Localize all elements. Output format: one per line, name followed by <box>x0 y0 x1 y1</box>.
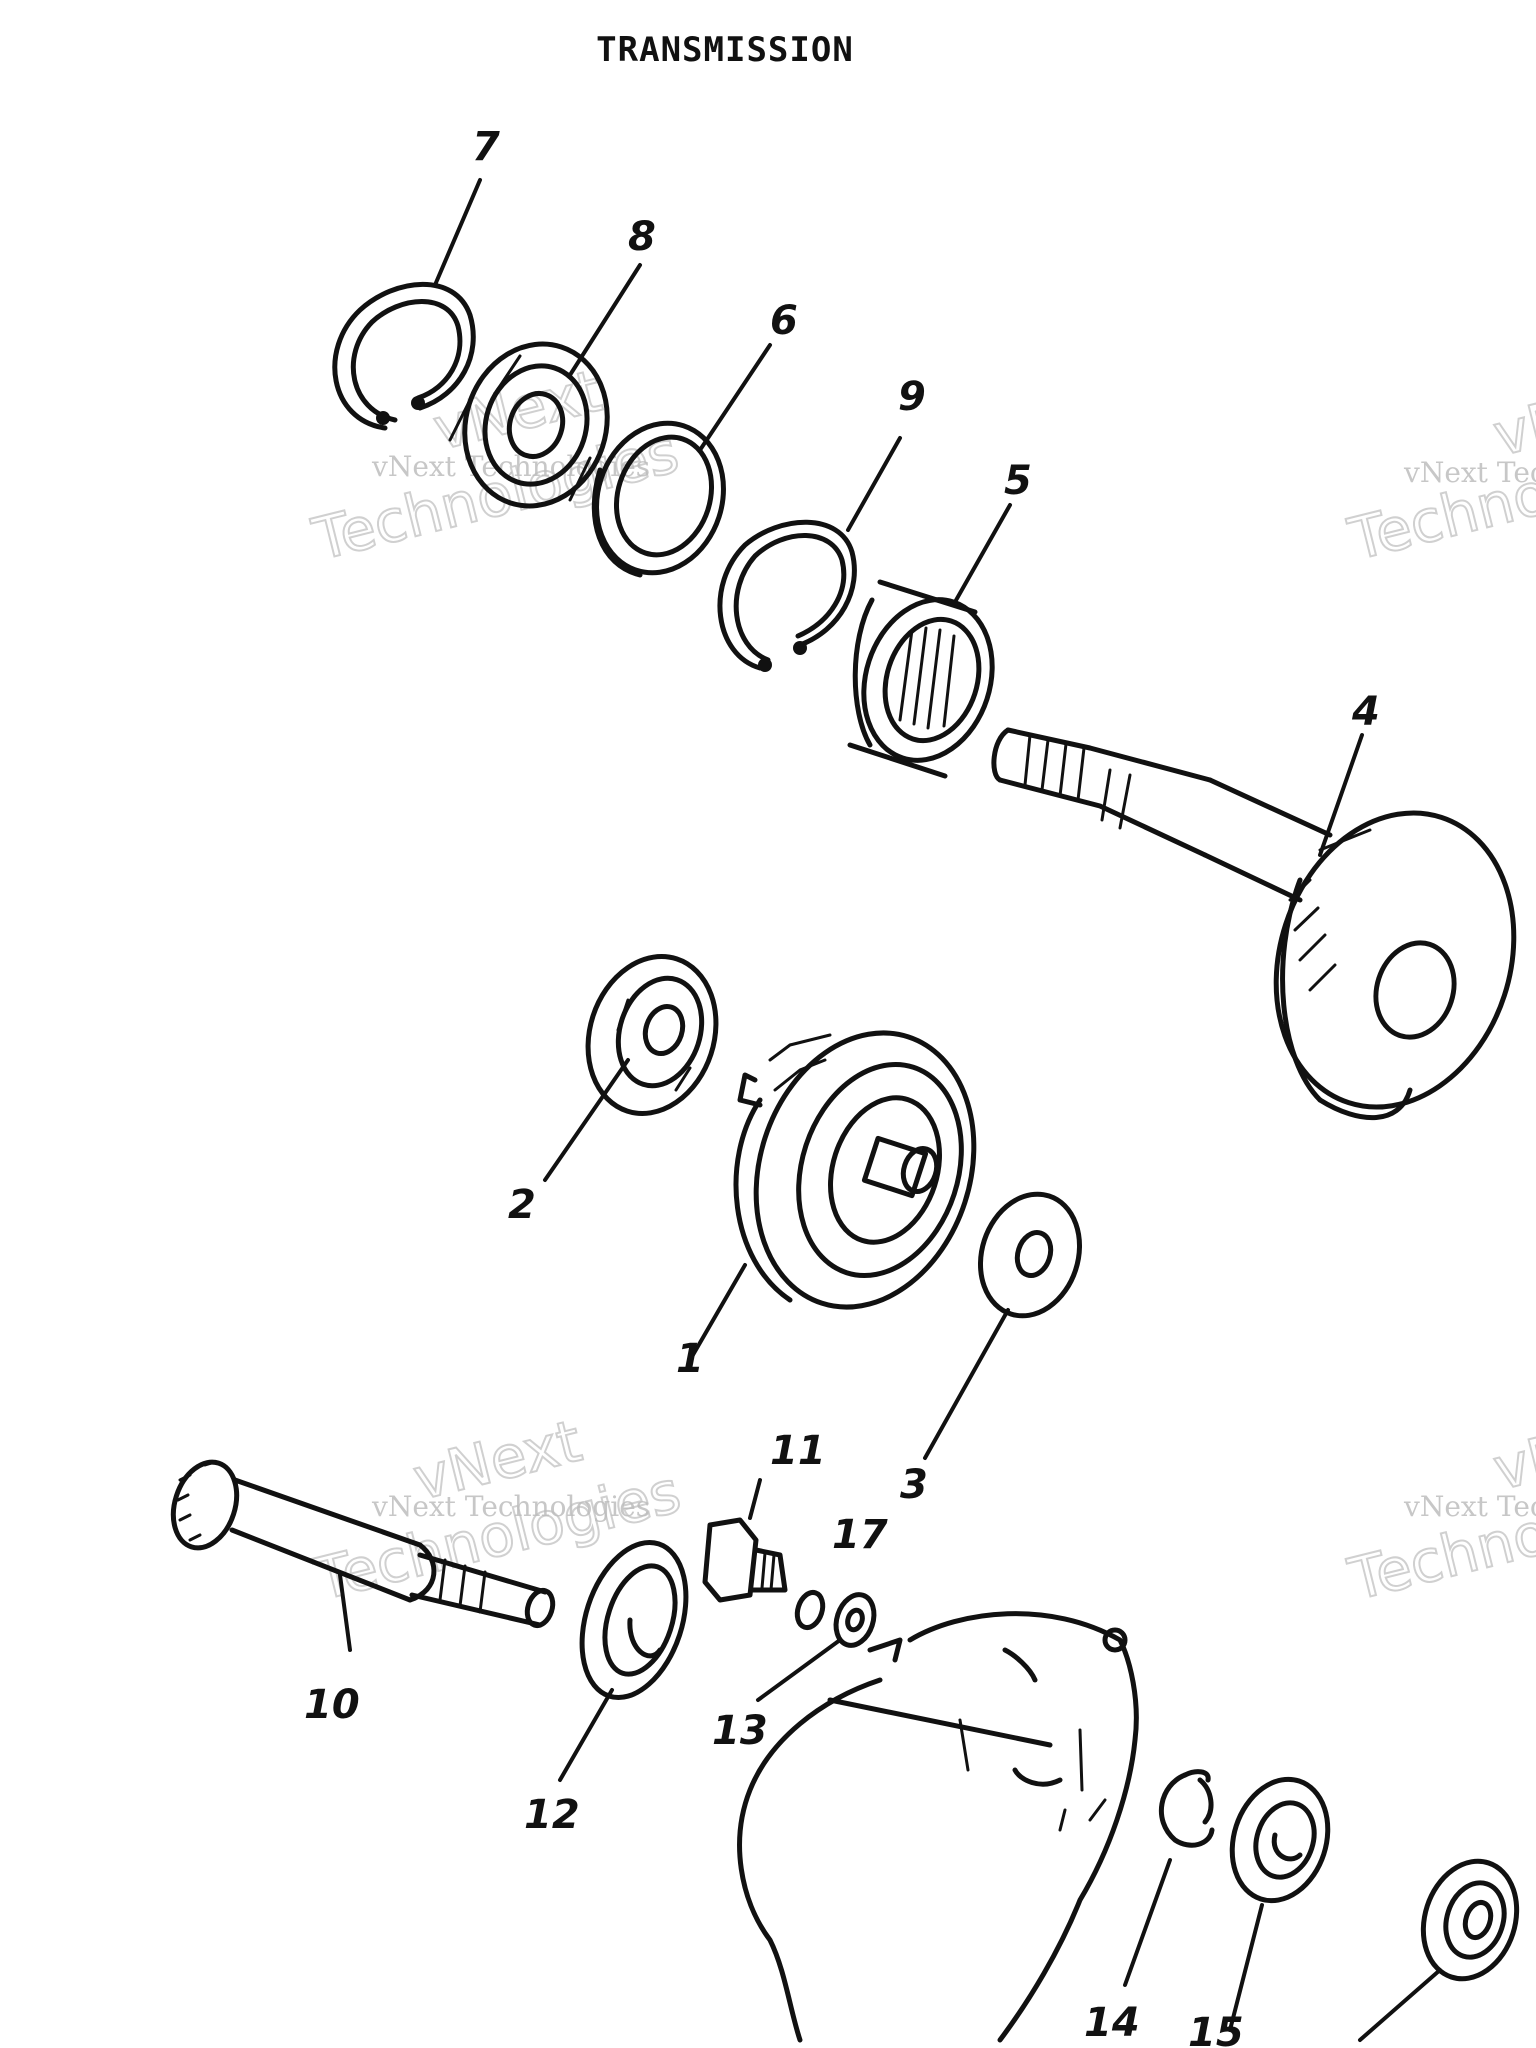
leader-15 <box>1228 1903 1264 2032</box>
circlip-part-7 <box>332 282 476 431</box>
callout-1: 1 <box>676 1336 704 1382</box>
callout-14: 14 <box>1084 2000 1140 2046</box>
drive-shaft-part-10 <box>170 1459 556 1629</box>
leader-13 <box>756 1638 842 1702</box>
leader-1 <box>688 1263 747 1362</box>
callout-labels: 7 8 6 9 5 4 2 1 3 11 17 10 13 12 14 15 <box>304 124 1380 2048</box>
callout-7: 7 <box>472 124 500 170</box>
watermark-caption: vNext Technologies <box>1403 456 1536 489</box>
watermark-caption: vNext Technologies <box>1403 1490 1536 1523</box>
needle-bearing-part-5 <box>847 579 995 779</box>
washer-part-17 <box>794 1589 826 1631</box>
leader-bottom-right <box>1358 1968 1442 2042</box>
leader-9 <box>846 436 902 532</box>
callout-12: 12 <box>524 1792 580 1838</box>
watermark-caption: vNext Technologies <box>371 1490 650 1523</box>
callout-17: 17 <box>832 1512 888 1558</box>
callout-9: 9 <box>898 374 926 420</box>
leader-11 <box>748 1478 762 1520</box>
callout-11: 11 <box>770 1428 826 1474</box>
washer-part-15 <box>1229 1776 1331 1904</box>
ball-bearing-part-8 <box>448 341 610 509</box>
leader-7 <box>433 178 482 287</box>
callout-8: 8 <box>628 214 656 260</box>
leader-2 <box>543 1058 630 1182</box>
callout-5: 5 <box>1004 458 1032 504</box>
leader-6 <box>698 343 772 452</box>
watermark-line1: vNext <box>1487 363 1536 470</box>
callout-13: 13 <box>712 1708 768 1754</box>
leader-8 <box>568 263 642 377</box>
leader-14 <box>1123 1858 1172 1987</box>
leader-lines <box>338 178 1442 2042</box>
leader-5 <box>953 503 1012 604</box>
callout-3: 3 <box>900 1462 928 1508</box>
callout-4: 4 <box>1351 689 1380 735</box>
leader-4 <box>1318 733 1364 857</box>
callout-6: 6 <box>770 298 798 344</box>
output-shaft-part-4 <box>991 727 1517 1121</box>
bearing-part-2 <box>585 954 719 1116</box>
callout-2: 2 <box>508 1182 536 1228</box>
watermark-bottom-right: vNext Technologies vNext Technologies <box>1341 1396 1536 1615</box>
callout-10: 10 <box>304 1682 360 1728</box>
washer-part-3 <box>977 1191 1083 1319</box>
watermark-line1: vNext <box>1487 1397 1536 1504</box>
nut-part-11 <box>702 1517 788 1603</box>
bearing-bottom-right <box>1420 1858 1520 1982</box>
callout-15: 15 <box>1188 2010 1244 2048</box>
bearing-part-6 <box>591 420 726 578</box>
leader-12 <box>558 1688 614 1782</box>
bearing-part-12 <box>579 1539 689 1701</box>
washer-part-13 <box>833 1592 877 1648</box>
circlip-part-9 <box>717 519 857 672</box>
leader-10 <box>338 1573 352 1652</box>
clip-part-14 <box>1158 1769 1215 1848</box>
diagram-title: TRANSMISSION <box>596 30 854 70</box>
gear-part-1 <box>733 1030 977 1310</box>
watermark-top-right: vNext Technologies vNext Technologies <box>1341 362 1536 575</box>
gearbox-cover <box>737 1611 1139 2043</box>
leader-3 <box>923 1308 1010 1460</box>
